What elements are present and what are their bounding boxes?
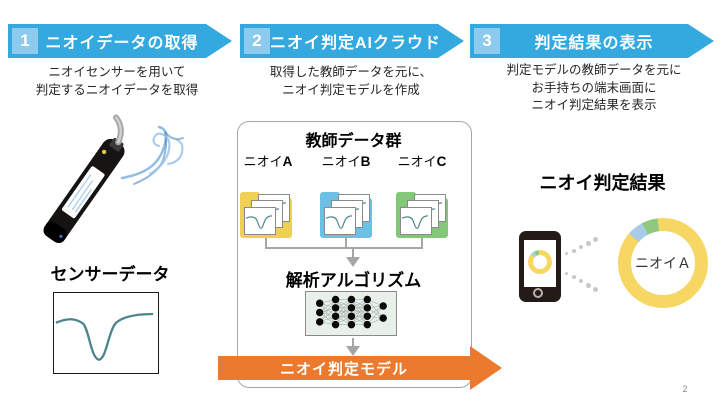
projection-dot	[565, 272, 568, 275]
step1-arrowhead-icon	[206, 24, 232, 58]
connector-line	[421, 238, 423, 248]
folder-label-b: ニオイB	[321, 154, 371, 169]
smoke-icon	[120, 125, 184, 185]
folder-a-icon	[240, 192, 292, 238]
donut-center-label: ニオイＡ	[635, 255, 691, 271]
down-arrow-icon	[346, 257, 360, 267]
projection-dot	[572, 275, 576, 279]
projection-dot	[579, 279, 583, 283]
algorithm-heading: 解析アルゴリズム	[285, 271, 422, 290]
folder-c-icon	[396, 192, 448, 238]
step2-banner: 2 ニオイ判定AIクラウド	[240, 24, 464, 58]
smartphone-icon	[519, 231, 561, 302]
projection-dot	[593, 287, 598, 292]
folder-label-c: ニオイC	[397, 154, 447, 169]
sensor-device-icon	[43, 114, 125, 244]
step3-description: 判定モデルの教師データを元に お手持ちの端末画面に ニオイ判定結果を表示	[506, 63, 682, 112]
step2-description: 取得した教師データを元に、 ニオイ判定モデルを作成	[269, 65, 433, 97]
projection-dot	[579, 245, 583, 249]
neural-network-box	[305, 291, 397, 336]
projection-dot	[593, 237, 598, 242]
sensor-data-heading: センサーデータ	[50, 265, 170, 284]
sensor-dip-curve	[55, 312, 154, 361]
folder-label-a: ニオイA	[243, 154, 293, 169]
sensor-data-chart	[53, 292, 159, 374]
data-card	[324, 207, 356, 235]
step3-title: 判定結果の表示	[534, 35, 654, 52]
step2-title: ニオイ判定AIクラウド	[270, 35, 442, 52]
phone-mini-donut-hole	[533, 255, 547, 269]
model-arrow-label: ニオイ判定モデル	[279, 360, 408, 378]
result-heading: ニオイ判定結果	[539, 173, 666, 193]
result-donut-chart: ニオイＡ	[618, 218, 708, 308]
projection-dot	[565, 252, 568, 255]
connector-line	[352, 247, 354, 258]
model-arrowhead-icon	[470, 346, 502, 390]
step3-arrowhead-icon	[688, 24, 714, 58]
page-number: 2	[682, 384, 688, 394]
step1-title: ニオイデータの取得	[45, 35, 199, 52]
connector-line	[352, 338, 354, 347]
training-data-title: 教師データ群	[305, 133, 402, 150]
phone-home-button-icon	[533, 288, 543, 298]
step3-number: 3	[474, 28, 500, 54]
connector-line	[265, 238, 267, 248]
neural-network-icon	[315, 295, 387, 329]
folder-b-icon	[320, 192, 372, 238]
step1-number: 1	[12, 28, 38, 54]
step1-banner: 1 ニオイデータの取得	[8, 24, 232, 58]
odor-sensor-illustration	[43, 114, 184, 244]
step2-arrowhead-icon	[438, 24, 464, 58]
data-card	[400, 207, 432, 235]
connector-line	[345, 238, 347, 248]
step1-description: ニオイセンサーを用いて 判定するニオイデータを取得	[35, 65, 199, 97]
step2-number: 2	[244, 28, 270, 54]
donut-hole: ニオイＡ	[631, 231, 695, 295]
data-card	[244, 207, 276, 235]
model-arrow: ニオイ判定モデル	[218, 356, 470, 380]
step3-banner: 3 判定結果の表示	[470, 24, 714, 58]
projection-dot	[586, 241, 591, 246]
projection-dot	[586, 283, 591, 288]
down-arrow-icon	[346, 346, 360, 356]
connector-line	[265, 247, 423, 249]
projection-dot	[572, 249, 576, 253]
ai-cloud-box	[237, 121, 472, 388]
